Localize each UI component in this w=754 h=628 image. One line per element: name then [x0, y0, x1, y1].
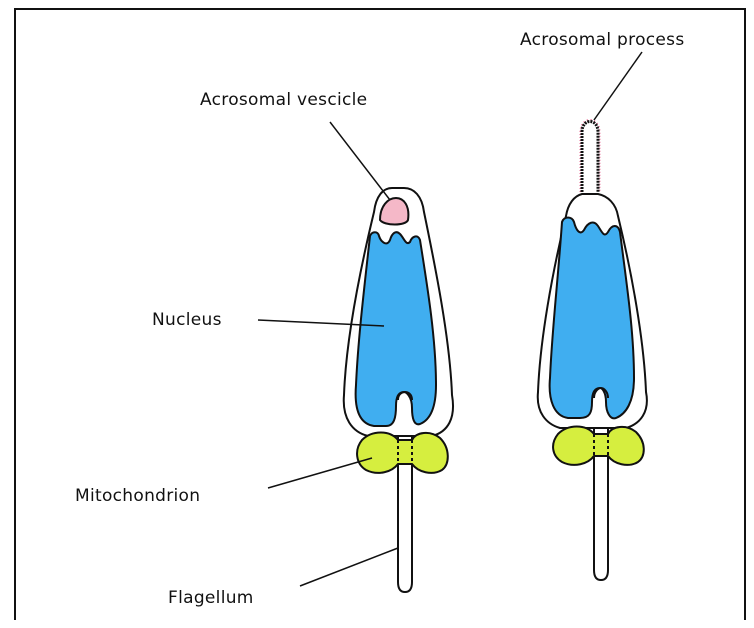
- label-acrosomal-vesicle: Acrosomal vescicle: [200, 90, 367, 110]
- leader-acrosomal-process: [594, 52, 642, 120]
- sperm-before-reaction: [344, 188, 453, 592]
- label-flagellum: Flagellum: [168, 588, 254, 608]
- acrosomal-process-shape: [582, 122, 598, 193]
- nucleus-shape-right: [550, 218, 634, 419]
- label-mitochondrion: Mitochondrion: [75, 486, 200, 506]
- nucleus-shape-left: [356, 232, 436, 426]
- sperm-after-reaction: [538, 122, 647, 581]
- label-nucleus: Nucleus: [152, 310, 222, 330]
- leader-flagellum: [300, 548, 398, 586]
- leader-acrosomal-vesicle: [330, 122, 390, 200]
- label-acrosomal-process: Acrosomal process: [520, 30, 684, 50]
- leader-mitochondrion: [268, 458, 372, 488]
